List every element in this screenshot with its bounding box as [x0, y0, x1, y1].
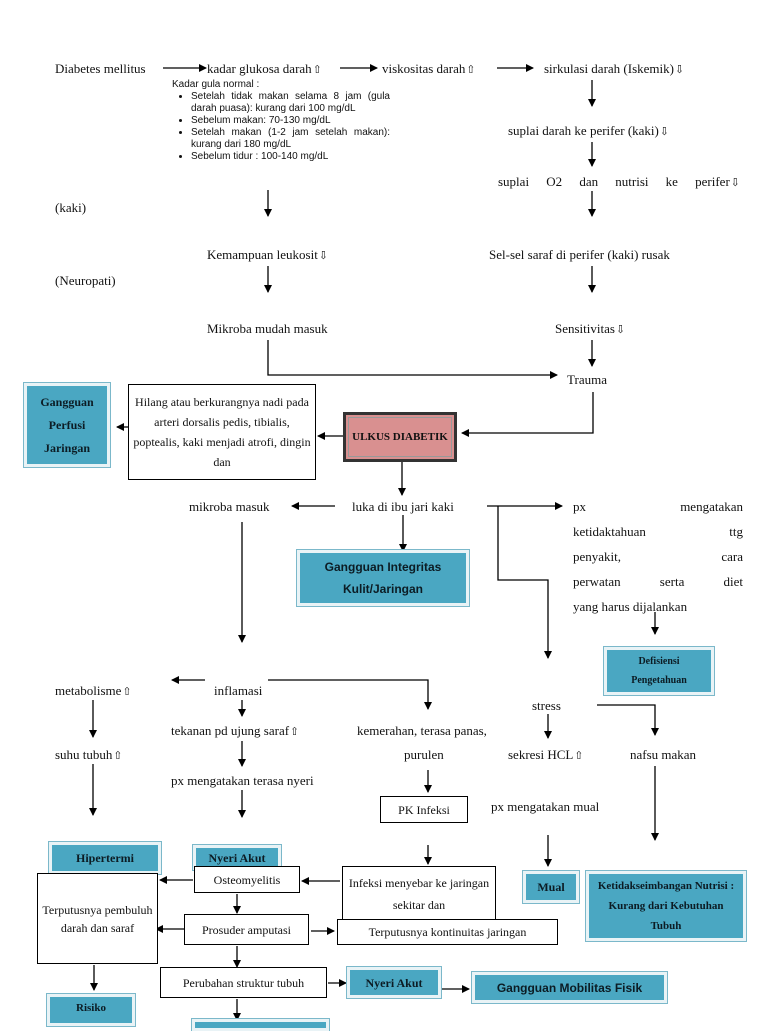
kadar-item: Setelah makan (1-2 jam setelah makan): k…	[191, 127, 390, 151]
box-osteomyelitis: Osteomyelitis	[194, 866, 300, 893]
kadar-item: Sebelum tidur : 100-140 mg/dL	[191, 151, 390, 163]
diagnosis-bottom-cut	[192, 1019, 329, 1031]
node-luka: luka di ibu jari kaki	[352, 499, 454, 514]
node-metabolisme: metabolisme	[55, 682, 132, 701]
node-purulen: purulen	[404, 747, 444, 762]
node-viskositas: viskositas darah	[382, 60, 476, 79]
node-suplai-darah: suplai darah ke perifer (kaki)	[508, 122, 669, 141]
node-px-nyeri: px mengatakan terasa nyeri	[171, 773, 314, 788]
node-kadar-glukosa: kadar glukosa darah	[207, 60, 322, 79]
box-kontinuitas: Terputusnya kontinuitas jaringan	[337, 919, 558, 945]
node-px-ketidaktahuan-4: perwatan serta diet	[573, 574, 743, 589]
node-nafsu-makan: nafsu makan	[630, 747, 697, 762]
diagnosis-integritas: Gangguan Integritas Kulit/Jaringan	[297, 550, 469, 606]
kadar-gula-note: Kadar gula normal : Setelah tidak makan …	[172, 79, 390, 163]
diagnosis-mual: Mual	[523, 871, 579, 903]
node-saraf-rusak: Sel-sel saraf di perifer (kaki) rusak	[489, 247, 670, 262]
node-mikroba-masuk: mikroba masuk	[189, 499, 270, 514]
node-stress: stress	[532, 698, 561, 713]
node-px-ketidaktahuan-3: penyakit, cara	[573, 549, 743, 564]
box-perubahan-struktur: Perubahan struktur tubuh	[160, 967, 327, 998]
kadar-item: Sebelum makan: 70-130 mg/dL	[191, 115, 390, 127]
diagnosis-mobilitas: Gangguan Mobilitas Fisik	[472, 972, 667, 1003]
diagnosis-defisiensi: Defisiensi Pengetahuan	[604, 647, 714, 695]
node-trauma: Trauma	[567, 372, 607, 387]
diagnosis-perfusi: Gangguan Perfusi Jaringan	[24, 383, 110, 467]
node-diabetes-mellitus: Diabetes mellitus	[55, 61, 146, 76]
node-suplai-o2: suplai O2 dan nutrisi ke perifer	[498, 173, 740, 192]
node-sekresi-hcl: sekresi HCL	[508, 746, 584, 765]
node-kaki: (kaki)	[55, 200, 87, 215]
box-prosuder-amputasi: Prosuder amputasi	[184, 914, 309, 945]
kadar-item: Setelah tidak makan selama 8 jam (gula d…	[191, 91, 390, 115]
node-mikroba-mudah: Mikroba mudah masuk	[207, 321, 328, 336]
node-kemerahan: kemerahan, terasa panas,	[357, 723, 487, 738]
node-px-ketidaktahuan-2: ketidaktahuan ttg	[573, 524, 743, 539]
node-sensitivitas: Sensitivitas	[555, 320, 625, 339]
node-suhu-tubuh: suhu tubuh	[55, 746, 123, 765]
node-inflamasi: inflamasi	[214, 683, 263, 698]
node-leukosit: Kemampuan leukosit	[207, 246, 328, 265]
kadar-gula-title: Kadar gula normal :	[172, 79, 260, 90]
node-px-ketidaktahuan-5: yang harus dijalankan	[573, 599, 688, 614]
node-neuropati: (Neuropati)	[55, 273, 116, 288]
box-infeksi-menyebar: Infeksi menyebar ke jaringan sekitar dan	[342, 866, 496, 921]
box-pk-infeksi: PK Infeksi	[380, 796, 468, 823]
diagnosis-hipertermi: Hipertermi	[49, 842, 161, 874]
diagnosis-nutrisi: Ketidakseimbangan Nutrisi : Kurang dari …	[586, 871, 746, 941]
diagnosis-risiko: Risiko	[47, 994, 135, 1026]
box-nadi-hilang: Hilang atau berkurangnya nadi pada arter…	[128, 384, 316, 480]
box-ulkus-diabetik: ULKUS DIABETIK	[343, 412, 457, 462]
node-px-mual: px mengatakan mual	[491, 799, 600, 814]
node-sirkulasi: sirkulasi darah (Iskemik)	[544, 60, 684, 79]
diagnosis-nyeri-akut-2: Nyeri Akut	[347, 967, 441, 998]
node-tekanan: tekanan pd ujung saraf	[171, 722, 299, 741]
box-terputusnya-pembuluh: Terputusnya pembuluh darah dan saraf	[37, 873, 158, 964]
node-px-ketidaktahuan-1: px mengatakan	[573, 499, 743, 514]
